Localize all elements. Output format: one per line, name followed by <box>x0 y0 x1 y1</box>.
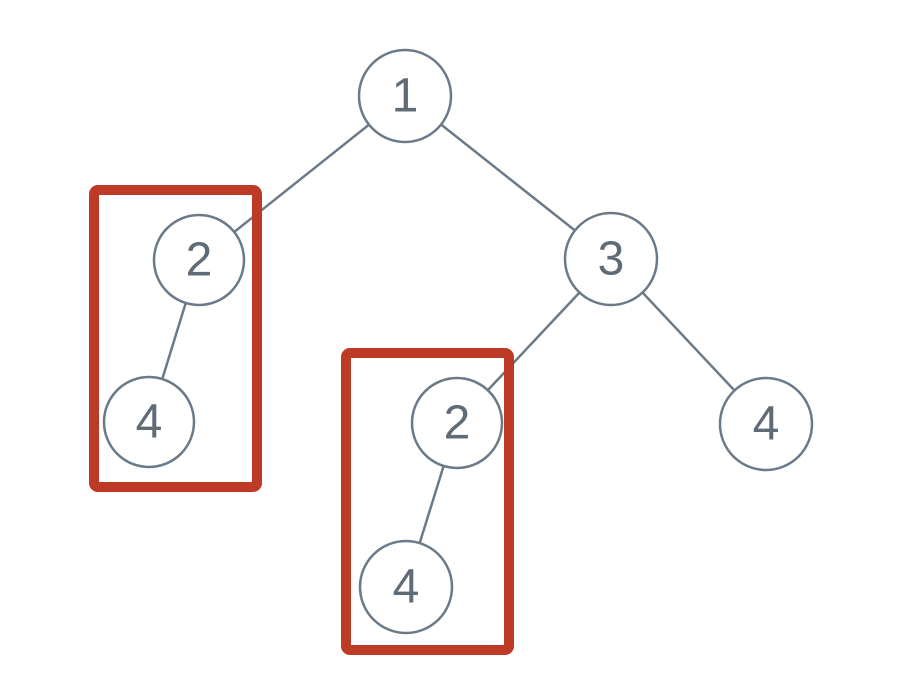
tree-nodes-layer: 1 2 3 4 2 4 4 <box>102 48 814 635</box>
duplicate-subtree-highlight-middle <box>341 348 514 655</box>
tree-node-n2: 2 <box>152 213 246 307</box>
duplicate-subtree-highlight-left <box>89 185 262 492</box>
tree-node-label: 1 <box>392 70 419 123</box>
tree-node-label: 4 <box>753 398 780 451</box>
tree-edges-layer <box>147 95 767 588</box>
tree-node-n5: 2 <box>410 376 504 470</box>
tree-node-n4: 4 <box>102 375 196 469</box>
tree-node-n1: 1 <box>357 48 453 144</box>
duplicate-subtree-highlights-layer <box>89 185 514 655</box>
tree-node-circle <box>563 211 659 307</box>
tree-node-n6: 4 <box>718 376 814 472</box>
tree-node-circle <box>357 48 453 144</box>
tree-node-label: 4 <box>136 396 163 449</box>
tree-node-label: 4 <box>393 561 420 614</box>
tree-node-label: 3 <box>598 233 625 286</box>
tree-node-n3: 3 <box>563 211 659 307</box>
tree-node-circle <box>358 539 454 635</box>
tree-node-circle <box>718 376 814 472</box>
tree-node-circle <box>152 213 246 307</box>
tree-node-n7: 4 <box>358 539 454 635</box>
tree-node-circle <box>410 376 504 470</box>
tree-node-label: 2 <box>186 234 213 287</box>
tree-node-label: 2 <box>444 397 471 450</box>
tree-node-circle <box>102 375 196 469</box>
